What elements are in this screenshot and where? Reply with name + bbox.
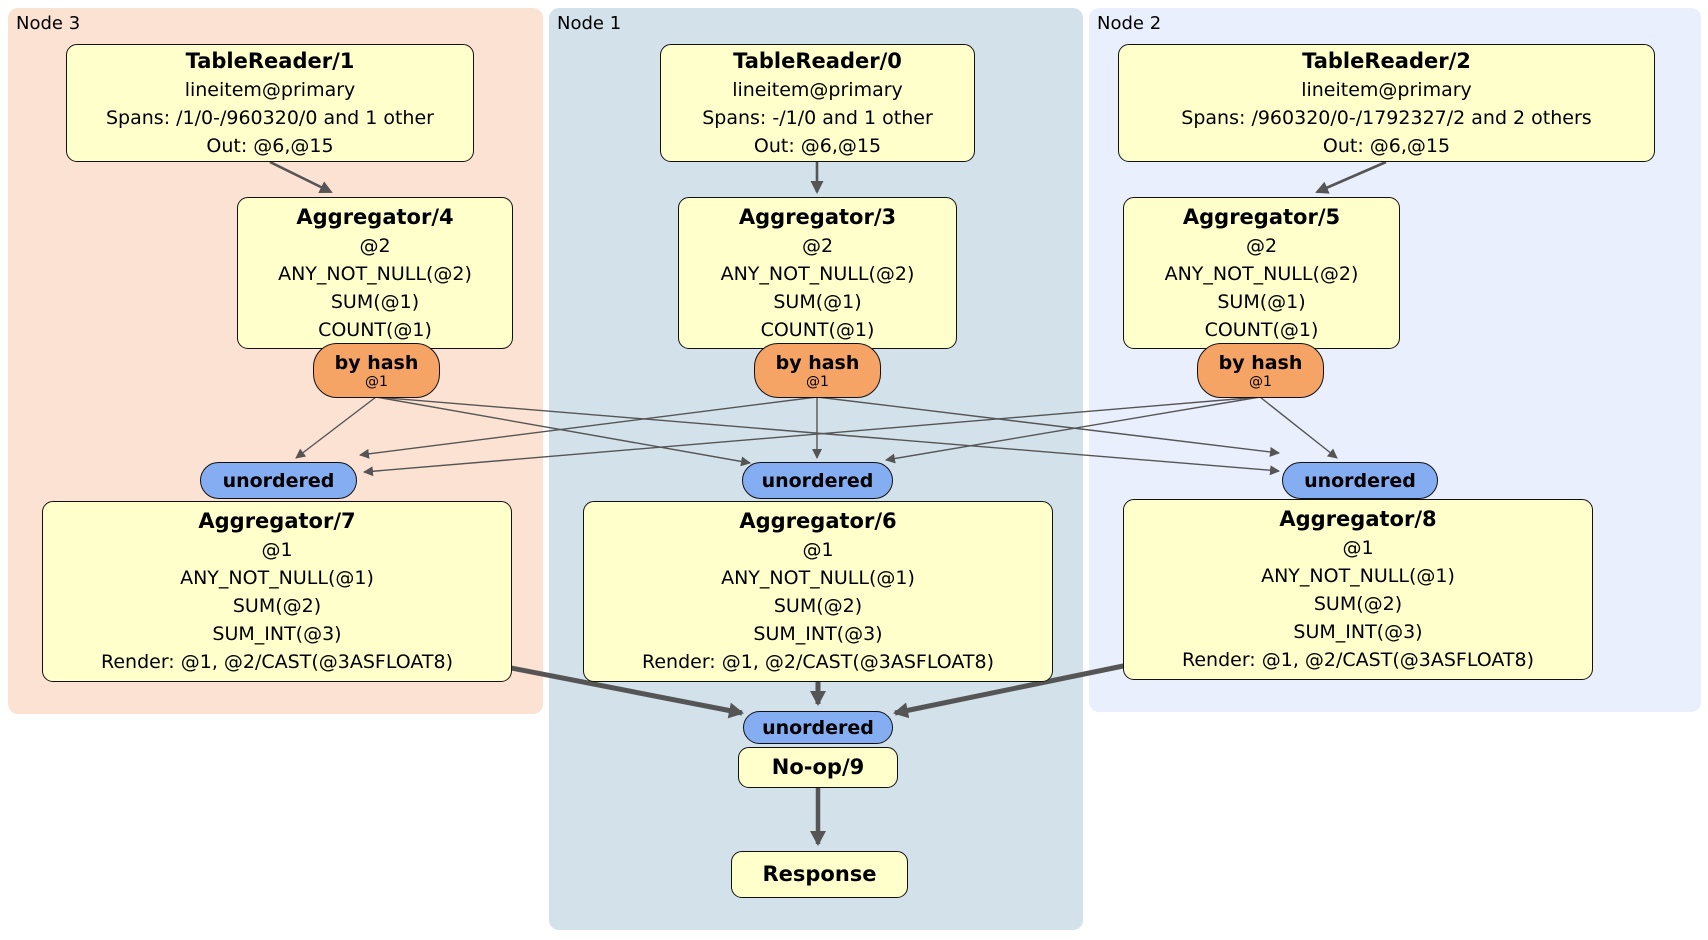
node-detail-line: ANY_NOT_NULL(@2) — [278, 262, 472, 285]
plan-edge — [359, 396, 818, 459]
node-detail-line: SUM_INT(@3) — [1293, 621, 1423, 643]
node-detail-line: Spans: /960320/0-/1792327/2 and 2 others — [1181, 106, 1592, 129]
plan-edge — [885, 396, 1261, 464]
node-detail-line: @1 — [261, 539, 293, 561]
plan-node-box: Response — [731, 851, 908, 898]
unordered-sync-pill: unordered — [1282, 462, 1438, 499]
router-stream-key: @1 — [365, 373, 388, 390]
node-detail-line: lineitem@primary — [184, 78, 356, 101]
node-detail-line: @2 — [801, 234, 834, 257]
node-detail-line: SUM_INT(@3) — [753, 623, 883, 645]
plan-edge — [1315, 160, 1387, 194]
node-detail-line: Render: @1, @2/CAST(@3ASFLOAT8) — [642, 651, 994, 673]
sync-label: unordered — [222, 469, 335, 492]
node-detail-line: Out: @6,@15 — [206, 134, 334, 157]
node-detail-line: Spans: /1/0-/960320/0 and 1 other — [106, 106, 434, 129]
node-detail-line: SUM(@1) — [773, 290, 862, 313]
node-detail-line: ANY_NOT_NULL(@1) — [1261, 565, 1455, 587]
node-detail-line: @1 — [802, 539, 834, 561]
node-title: Aggregator/8 — [1279, 507, 1437, 531]
node-title: Response — [762, 862, 877, 886]
node-detail-line: @2 — [359, 234, 391, 257]
plan-edge — [375, 396, 751, 467]
hash-router-pill: by hash@1 — [1197, 343, 1324, 398]
node-detail-line: ANY_NOT_NULL(@2) — [1164, 262, 1359, 285]
hash-router-pill: by hash@1 — [313, 343, 440, 398]
node-title: Aggregator/4 — [296, 204, 454, 229]
sync-label: unordered — [1304, 469, 1416, 492]
plan-edge — [269, 160, 333, 194]
sync-label: unordered — [762, 716, 874, 739]
router-label: by hash — [1218, 351, 1303, 374]
node-detail-line: Out: @6,@15 — [1322, 134, 1451, 157]
node-title: TableReader/1 — [185, 48, 355, 73]
node-detail-line: COUNT(@1) — [318, 318, 432, 341]
router-stream-key: @1 — [806, 373, 829, 390]
plan-edge — [363, 396, 1261, 477]
node-detail-line: Spans: -/1/0 and 1 other — [702, 106, 933, 129]
node-detail-line: Render: @1, @2/CAST(@3ASFLOAT8) — [1182, 649, 1534, 671]
node-detail-line: lineitem@primary — [732, 78, 903, 101]
router-label: by hash — [775, 351, 860, 374]
node-detail-line: @1 — [1342, 537, 1374, 559]
node-detail-line: ANY_NOT_NULL(@1) — [721, 567, 915, 589]
node-detail-line: Render: @1, @2/CAST(@3ASFLOAT8) — [101, 651, 453, 673]
region-label: Node 1 — [557, 13, 622, 34]
node-detail-line: COUNT(@1) — [1204, 318, 1319, 341]
node-title: Aggregator/6 — [739, 509, 897, 533]
router-label: by hash — [334, 351, 419, 374]
node-title: Aggregator/5 — [1182, 204, 1341, 229]
node-detail-line: SUM(@2) — [1313, 593, 1403, 615]
node-title: TableReader/2 — [1302, 48, 1471, 73]
node-detail-line: Out: @6,@15 — [753, 134, 882, 157]
node-title: Aggregator/7 — [198, 509, 356, 533]
unordered-sync-pill: unordered — [743, 711, 893, 744]
region-label: Node 3 — [16, 13, 81, 34]
plan-edge — [375, 396, 1280, 476]
node-detail-line: lineitem@primary — [1301, 78, 1472, 101]
node-detail-line: SUM(@1) — [1217, 290, 1306, 313]
node-title: Aggregator/3 — [738, 204, 897, 229]
sync-label: unordered — [761, 469, 874, 492]
node-detail-line: COUNT(@1) — [760, 318, 875, 341]
router-stream-key: @1 — [1249, 373, 1272, 390]
plan-node-box: No-op/9 — [738, 747, 898, 788]
region-label: Node 2 — [1097, 13, 1162, 34]
unordered-sync-pill: unordered — [742, 462, 893, 499]
node-title: No-op/9 — [771, 755, 865, 779]
plan-edge — [1259, 396, 1338, 459]
unordered-sync-pill: unordered — [200, 462, 357, 499]
plan-edge — [893, 662, 1129, 719]
node-detail-line: ANY_NOT_NULL(@2) — [720, 262, 915, 285]
node-title: TableReader/0 — [733, 48, 902, 73]
plan-edge — [295, 396, 377, 459]
node-detail-line: SUM(@2) — [773, 595, 863, 617]
node-detail-line: SUM_INT(@3) — [212, 623, 342, 645]
node-detail-line: @2 — [1245, 234, 1278, 257]
hash-router-pill: by hash@1 — [754, 343, 881, 398]
node-detail-line: SUM(@1) — [330, 290, 420, 313]
plan-edge — [816, 396, 1280, 457]
plan-edge — [505, 664, 744, 719]
node-detail-line: ANY_NOT_NULL(@1) — [180, 567, 374, 589]
node-detail-line: SUM(@2) — [232, 595, 322, 617]
